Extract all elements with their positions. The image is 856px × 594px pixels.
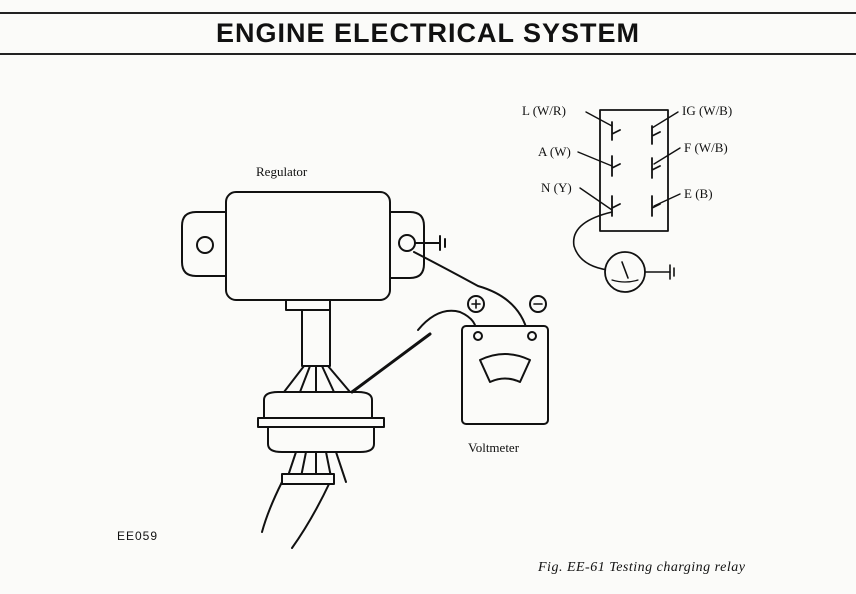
- leader-line-f: [653, 147, 681, 165]
- regulator-right-flange: [387, 211, 425, 279]
- leader-line-e: [653, 193, 681, 207]
- leader-line-ig: [651, 111, 679, 129]
- voltmeter-negative-lead: [413, 251, 529, 335]
- regulator-right-mount-hole: [398, 234, 416, 252]
- voltmeter-negative-symbol: [529, 295, 547, 313]
- leader-line-a: [577, 151, 613, 167]
- terminal-label-a: A (W): [538, 144, 571, 159]
- voltmeter-positive-symbol: [467, 295, 485, 313]
- harness-cable: [261, 481, 283, 533]
- figure-code: EE059: [117, 529, 159, 543]
- harness-cable: [291, 481, 331, 549]
- relay-contact-e: [651, 195, 661, 217]
- voltmeter-body: [461, 325, 549, 425]
- harness-clamp: [281, 473, 335, 485]
- terminal-label-ig: IG (W/B): [682, 103, 733, 118]
- connector-flange: [257, 417, 385, 428]
- plus-icon: [471, 299, 481, 309]
- voltmeter-negative-terminal: [527, 331, 537, 341]
- leader-line-l: [585, 111, 613, 127]
- relay-contact-l: [611, 121, 621, 141]
- figure-caption: Fig. EE-61 Testing charging relay: [538, 560, 746, 575]
- terminal-label-e: E (B): [684, 186, 713, 201]
- connector-top: [263, 391, 373, 419]
- regulator-neck: [285, 299, 331, 311]
- regulator-label: Regulator: [256, 164, 308, 179]
- test-meter-scale: [611, 279, 639, 283]
- relay-test-lead: [572, 211, 613, 271]
- regulator-left-mount-hole: [196, 236, 214, 254]
- voltmeter-probe-body: [350, 332, 432, 394]
- terminal-label-l: L (W/R): [522, 103, 566, 118]
- relay-contact-f: [651, 157, 661, 179]
- regulator-cable-boot: [301, 309, 331, 367]
- header-top-rule: [0, 12, 856, 14]
- harness-wire: [321, 365, 335, 393]
- relay-contact-ig: [651, 125, 661, 145]
- voltmeter-positive-terminal: [473, 331, 483, 341]
- voltmeter-dial-face: [479, 353, 531, 383]
- page-title: ENGINE ELECTRICAL SYSTEM: [215, 18, 641, 48]
- regulator-left-flange: [181, 211, 229, 277]
- terminal-label-f: F (W/B): [684, 140, 728, 155]
- regulator-body: [225, 191, 391, 301]
- terminal-label-n: N (Y): [541, 180, 572, 195]
- voltmeter-label: Voltmeter: [468, 440, 520, 455]
- harness-wire: [327, 365, 351, 393]
- leader-line-n: [579, 187, 613, 211]
- harness-wire: [299, 365, 311, 393]
- connector-bottom: [267, 426, 375, 453]
- ground-symbol: [669, 264, 675, 280]
- test-meter-needle: [621, 261, 629, 279]
- ground-symbol: [439, 235, 446, 251]
- header-bottom-rule: [0, 53, 856, 55]
- harness-wire-lower: [335, 451, 347, 483]
- harness-wire: [283, 365, 305, 393]
